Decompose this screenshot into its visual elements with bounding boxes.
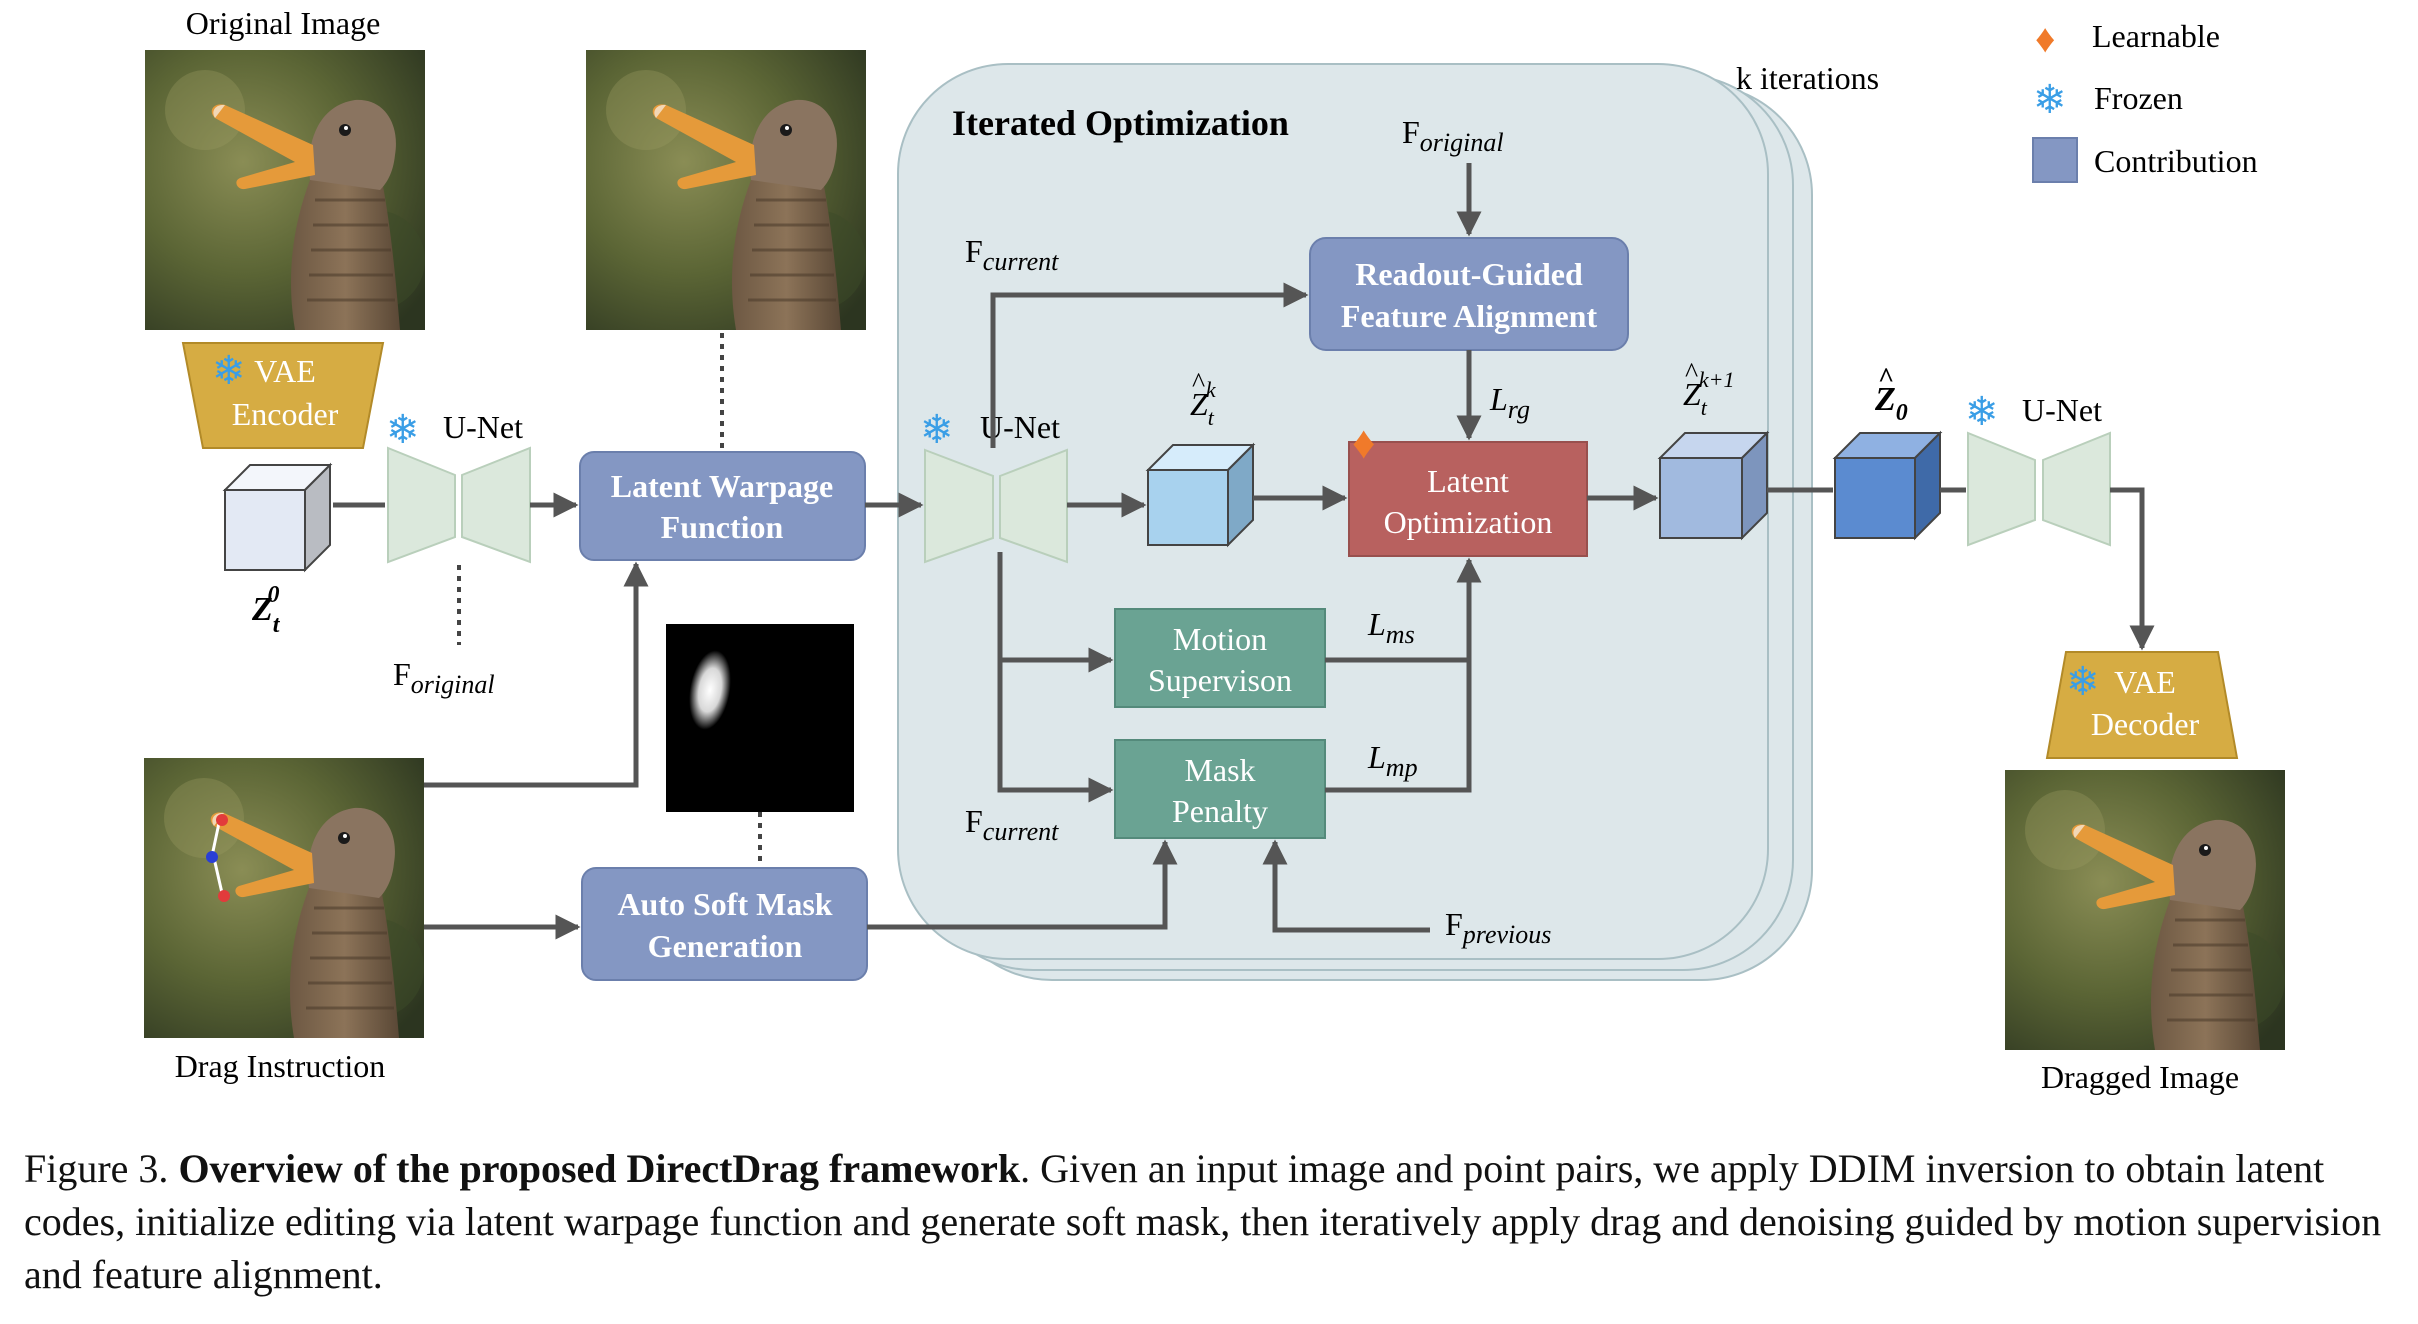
flame-icon: ♦	[2035, 16, 2055, 61]
f-current-top-label: Fcurrent	[965, 233, 1059, 276]
vae-encoder-block	[181, 342, 385, 449]
latent-cube-zhat-tk	[1145, 442, 1256, 548]
unet-decoder-block	[1967, 431, 2111, 547]
l-rg-label: Lrg	[1489, 381, 1530, 424]
latent-opt-label-2: Optimization	[1384, 504, 1553, 540]
unet-encoder-block	[387, 446, 531, 564]
framework-diagram: Iterated Optimization k iterations Origi…	[142, 5, 2287, 1095]
unet-decoder-label: U-Net	[2022, 392, 2102, 428]
figure-caption: Figure 3. Overview of the proposed Direc…	[24, 1142, 2404, 1301]
f-original-top-label: Foriginal	[1402, 114, 1504, 157]
vae-decoder-block	[2045, 651, 2239, 759]
caption-title: Overview of the proposed DirectDrag fram…	[178, 1146, 1021, 1191]
snowflake-icon: ❄	[2033, 77, 2067, 122]
unet-inner-block	[924, 448, 1068, 564]
soft-mask-image	[666, 624, 854, 812]
mask-penalty-label-2: Penalty	[1172, 793, 1268, 829]
auto-soft-mask-label-1: Auto Soft Mask	[617, 886, 832, 922]
flame-icon: ♦	[1352, 417, 1375, 468]
drag-instruction-label: Drag Instruction	[175, 1048, 386, 1084]
unet-label: U-Net	[443, 409, 523, 445]
snowflake-icon: ❄	[1965, 389, 1999, 434]
snowflake-icon: ❄	[2066, 659, 2100, 704]
snowflake-icon: ❄	[920, 407, 954, 452]
f-previous-label: Fprevious	[1445, 906, 1551, 949]
dragged-image	[2003, 768, 2287, 1052]
caption-body: . Given an input image and point pairs, …	[24, 1146, 2382, 1297]
zhat-tk1-label: Ztk+1	[1683, 367, 1735, 420]
motion-label-2: Supervison	[1148, 662, 1292, 698]
original-image	[143, 48, 427, 332]
original-image-label: Original Image	[186, 5, 381, 41]
zhat0-label: Z0	[1874, 381, 1908, 426]
zt0-label: Zt0	[251, 582, 281, 638]
f-original-label: Foriginal	[393, 656, 495, 699]
snowflake-icon: ❄	[386, 407, 420, 452]
latent-opt-label-1: Latent	[1427, 463, 1509, 499]
auto-soft-mask-block	[581, 867, 868, 981]
snowflake-icon: ❄	[212, 348, 246, 393]
latent-cube-zhat-tk1	[1657, 430, 1770, 541]
mask-penalty-block	[1114, 739, 1326, 839]
hat-glyph: ^	[1878, 363, 1894, 394]
hat-glyph: ^	[1192, 368, 1205, 399]
legend-contribution: Contribution	[2094, 143, 2258, 179]
legend-frozen: Frozen	[2094, 80, 2183, 116]
motion-label-1: Motion	[1173, 621, 1267, 657]
readout-label-2: Feature Alignment	[1341, 298, 1598, 334]
f-current-bottom-label: Fcurrent	[965, 803, 1059, 846]
latent-warpage-label-1: Latent Warpage	[611, 468, 834, 504]
auto-soft-mask-label-2: Generation	[648, 928, 803, 964]
legend: ♦ Learnable ❄ Frozen Contribution	[2032, 16, 2258, 183]
latent-cube-zhat0	[1832, 430, 1943, 541]
l-mp-label: Lmp	[1367, 739, 1418, 782]
k-iterations-label: k iterations	[1736, 60, 1879, 96]
latent-cube-zt0	[222, 462, 333, 573]
connectors	[333, 163, 2155, 940]
readout-label-1: Readout-Guided	[1355, 256, 1583, 292]
latent-optimization-block	[1348, 441, 1588, 557]
legend-learnable: Learnable	[2092, 18, 2220, 54]
caption-prefix: Figure 3.	[24, 1146, 179, 1191]
warped-image	[584, 48, 868, 332]
vae-decoder-label-2: Decoder	[2091, 706, 2200, 742]
latent-warpage-label-2: Function	[661, 509, 784, 545]
contribution-swatch	[2032, 137, 2078, 183]
vae-decoder-label-1: VAE	[2114, 664, 2176, 700]
vae-encoder-label-2: Encoder	[232, 396, 339, 432]
zhat-tk-label: Ztk	[1190, 377, 1217, 430]
hat-glyph: ^	[1685, 358, 1698, 389]
dragged-image-label: Dragged Image	[2041, 1059, 2239, 1095]
motion-supervision-block	[1114, 608, 1326, 708]
mask-penalty-label-1: Mask	[1184, 752, 1255, 788]
iterated-optimization-title: Iterated Optimization	[952, 103, 1289, 143]
vae-encoder-label-1: VAE	[254, 353, 316, 389]
drag-instruction-image	[142, 756, 426, 1040]
l-ms-label: Lms	[1367, 606, 1415, 649]
